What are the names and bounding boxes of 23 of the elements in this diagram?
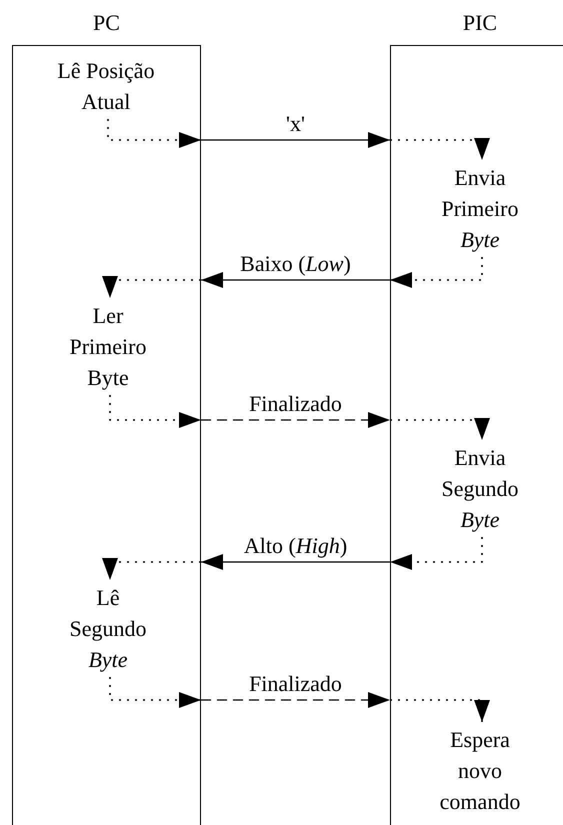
- flow-arrow: [390, 138, 490, 160]
- step-text: Espera novo comando: [438, 726, 522, 816]
- lane-title: PC: [92, 9, 121, 37]
- flow-arrow: [109, 677, 201, 708]
- message-arrow: [201, 554, 390, 570]
- message-arrow: [201, 692, 390, 708]
- step-text: Envia Primeiro Byte: [440, 164, 520, 254]
- flow-arrow: [102, 276, 201, 298]
- flow-arrow: [390, 418, 490, 440]
- flow-arrow: [102, 558, 201, 580]
- message-arrow: [201, 272, 390, 288]
- step-text: Envia Segundo Byte: [440, 444, 520, 534]
- flow-arrow: [107, 119, 201, 148]
- message-arrow: [201, 412, 390, 428]
- lane-title: PIC: [462, 9, 498, 37]
- flow-arrow: [390, 537, 483, 570]
- message-arrow: [201, 132, 390, 148]
- step-text: Lê Posição Atual: [56, 57, 156, 116]
- flow-arrow: [390, 699, 490, 722]
- flow-arrow: [390, 257, 483, 288]
- step-text: Ler Primeiro Byte: [68, 302, 148, 392]
- flow-arrow: [109, 395, 201, 428]
- step-text: Lê Segundo Byte: [68, 584, 148, 674]
